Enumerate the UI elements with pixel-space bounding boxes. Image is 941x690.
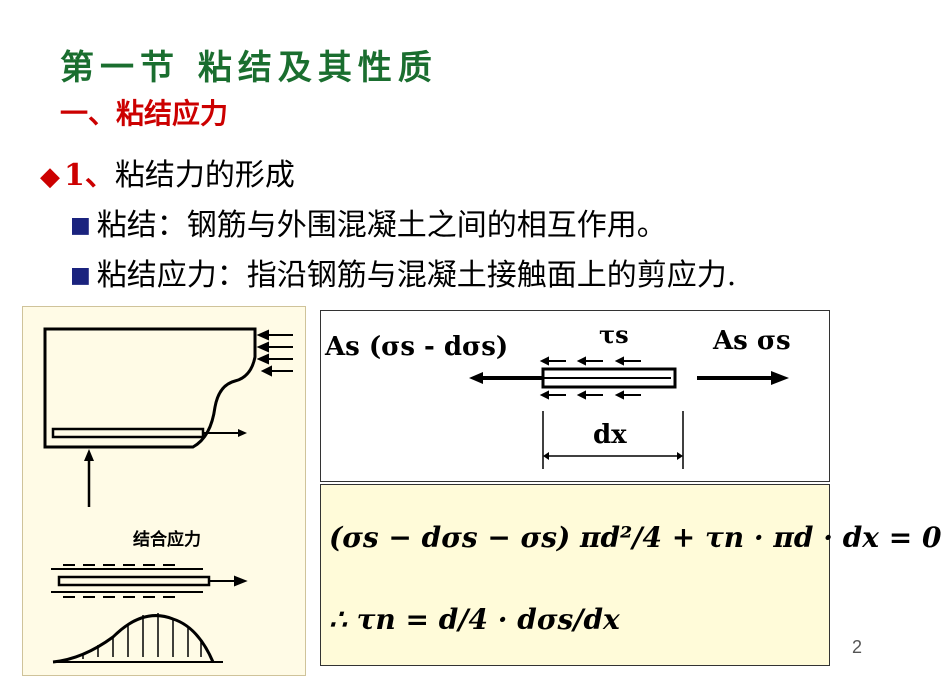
- bar-element-figure-panel: As (σs - dσs) τs As σs dx: [320, 310, 830, 482]
- list-item-text: 粘结：钢筋与外围混凝土之间的相互作用。: [96, 208, 667, 243]
- right-force-label: As σs: [712, 326, 791, 356]
- beam-figure-panel: 结合应力: [22, 306, 306, 676]
- equation-1: (σs − dσs − σs) πd²/4 + τn · πd · dx = 0: [329, 521, 941, 554]
- section-heading: 一、粘结应力: [60, 97, 229, 130]
- bar-element-figure: As (σs - dσs) τs As σs dx: [324, 320, 791, 469]
- bullet-section: ◆1、粘结力的形成: [40, 150, 295, 194]
- tau-label: τs: [599, 320, 629, 349]
- equation-panel: (σs − dσs − σs) πd²/4 + τn · πd · dx = 0…: [320, 484, 941, 666]
- dx-label: dx: [593, 420, 627, 450]
- square-bullet-icon: ■: [70, 213, 91, 238]
- section-text: 粘结力的形成: [114, 158, 295, 193]
- list-item-text: 粘结应力：指沿钢筋与混凝土接触面上的剪应力.: [96, 258, 737, 293]
- left-force-label: As (σs - dσs): [324, 332, 508, 362]
- equation-2: ∴ τn = d/4 · dσs/dx: [329, 603, 620, 636]
- diamond-bullet-icon: ◆: [40, 162, 60, 192]
- beam-figure: 结合应力: [43, 327, 293, 664]
- square-bullet-icon: ■: [70, 263, 91, 288]
- list-item: ■粘结：钢筋与外围混凝土之间的相互作用。: [70, 200, 667, 244]
- page-number: 2: [851, 637, 862, 657]
- bond-stress-label: 结合应力: [133, 529, 201, 550]
- list-item: ■粘结应力：指沿钢筋与混凝土接触面上的剪应力.: [70, 250, 736, 294]
- section-number: 1、: [64, 158, 115, 193]
- slide-title: 第一节 粘结及其性质: [60, 48, 438, 88]
